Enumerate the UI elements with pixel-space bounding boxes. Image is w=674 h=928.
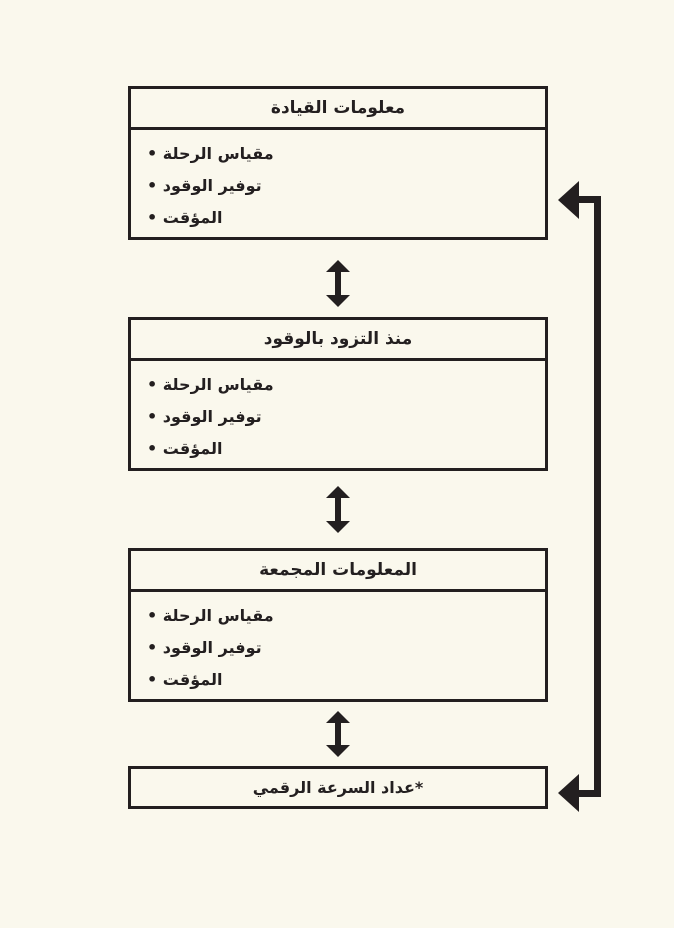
double-arrow-2 [326, 486, 350, 533]
list-item: المؤقت • [147, 670, 223, 689]
list-item: مقياس الرحلة • [147, 144, 274, 163]
double-arrow-3 [326, 711, 350, 757]
box-driving-info: معلومات القيادة مقياس الرحلة • توفير الو… [128, 86, 548, 240]
list-item: توفير الوقود • [147, 407, 262, 426]
box-title: المعلومات المجمعة [131, 551, 545, 592]
list-item: مقياس الرحلة • [147, 606, 274, 625]
box-since-refuel: منذ التزود بالوقود مقياس الرحلة • توفير … [128, 317, 548, 471]
box-cumulative-info: المعلومات المجمعة مقياس الرحلة • توفير ا… [128, 548, 548, 702]
double-arrow-1 [326, 260, 350, 307]
box-title: *عداد السرعة الرقمي [252, 777, 424, 797]
list-item: المؤقت • [147, 208, 223, 227]
box-title: معلومات القيادة [131, 89, 545, 130]
loop-arrow [558, 181, 601, 812]
list-item: توفير الوقود • [147, 176, 262, 195]
list-item: توفير الوقود • [147, 638, 262, 657]
box-title: منذ التزود بالوقود [131, 320, 545, 361]
list-item: مقياس الرحلة • [147, 375, 274, 394]
list-item: المؤقت • [147, 439, 223, 458]
box-digital-speedometer: *عداد السرعة الرقمي [128, 766, 548, 809]
